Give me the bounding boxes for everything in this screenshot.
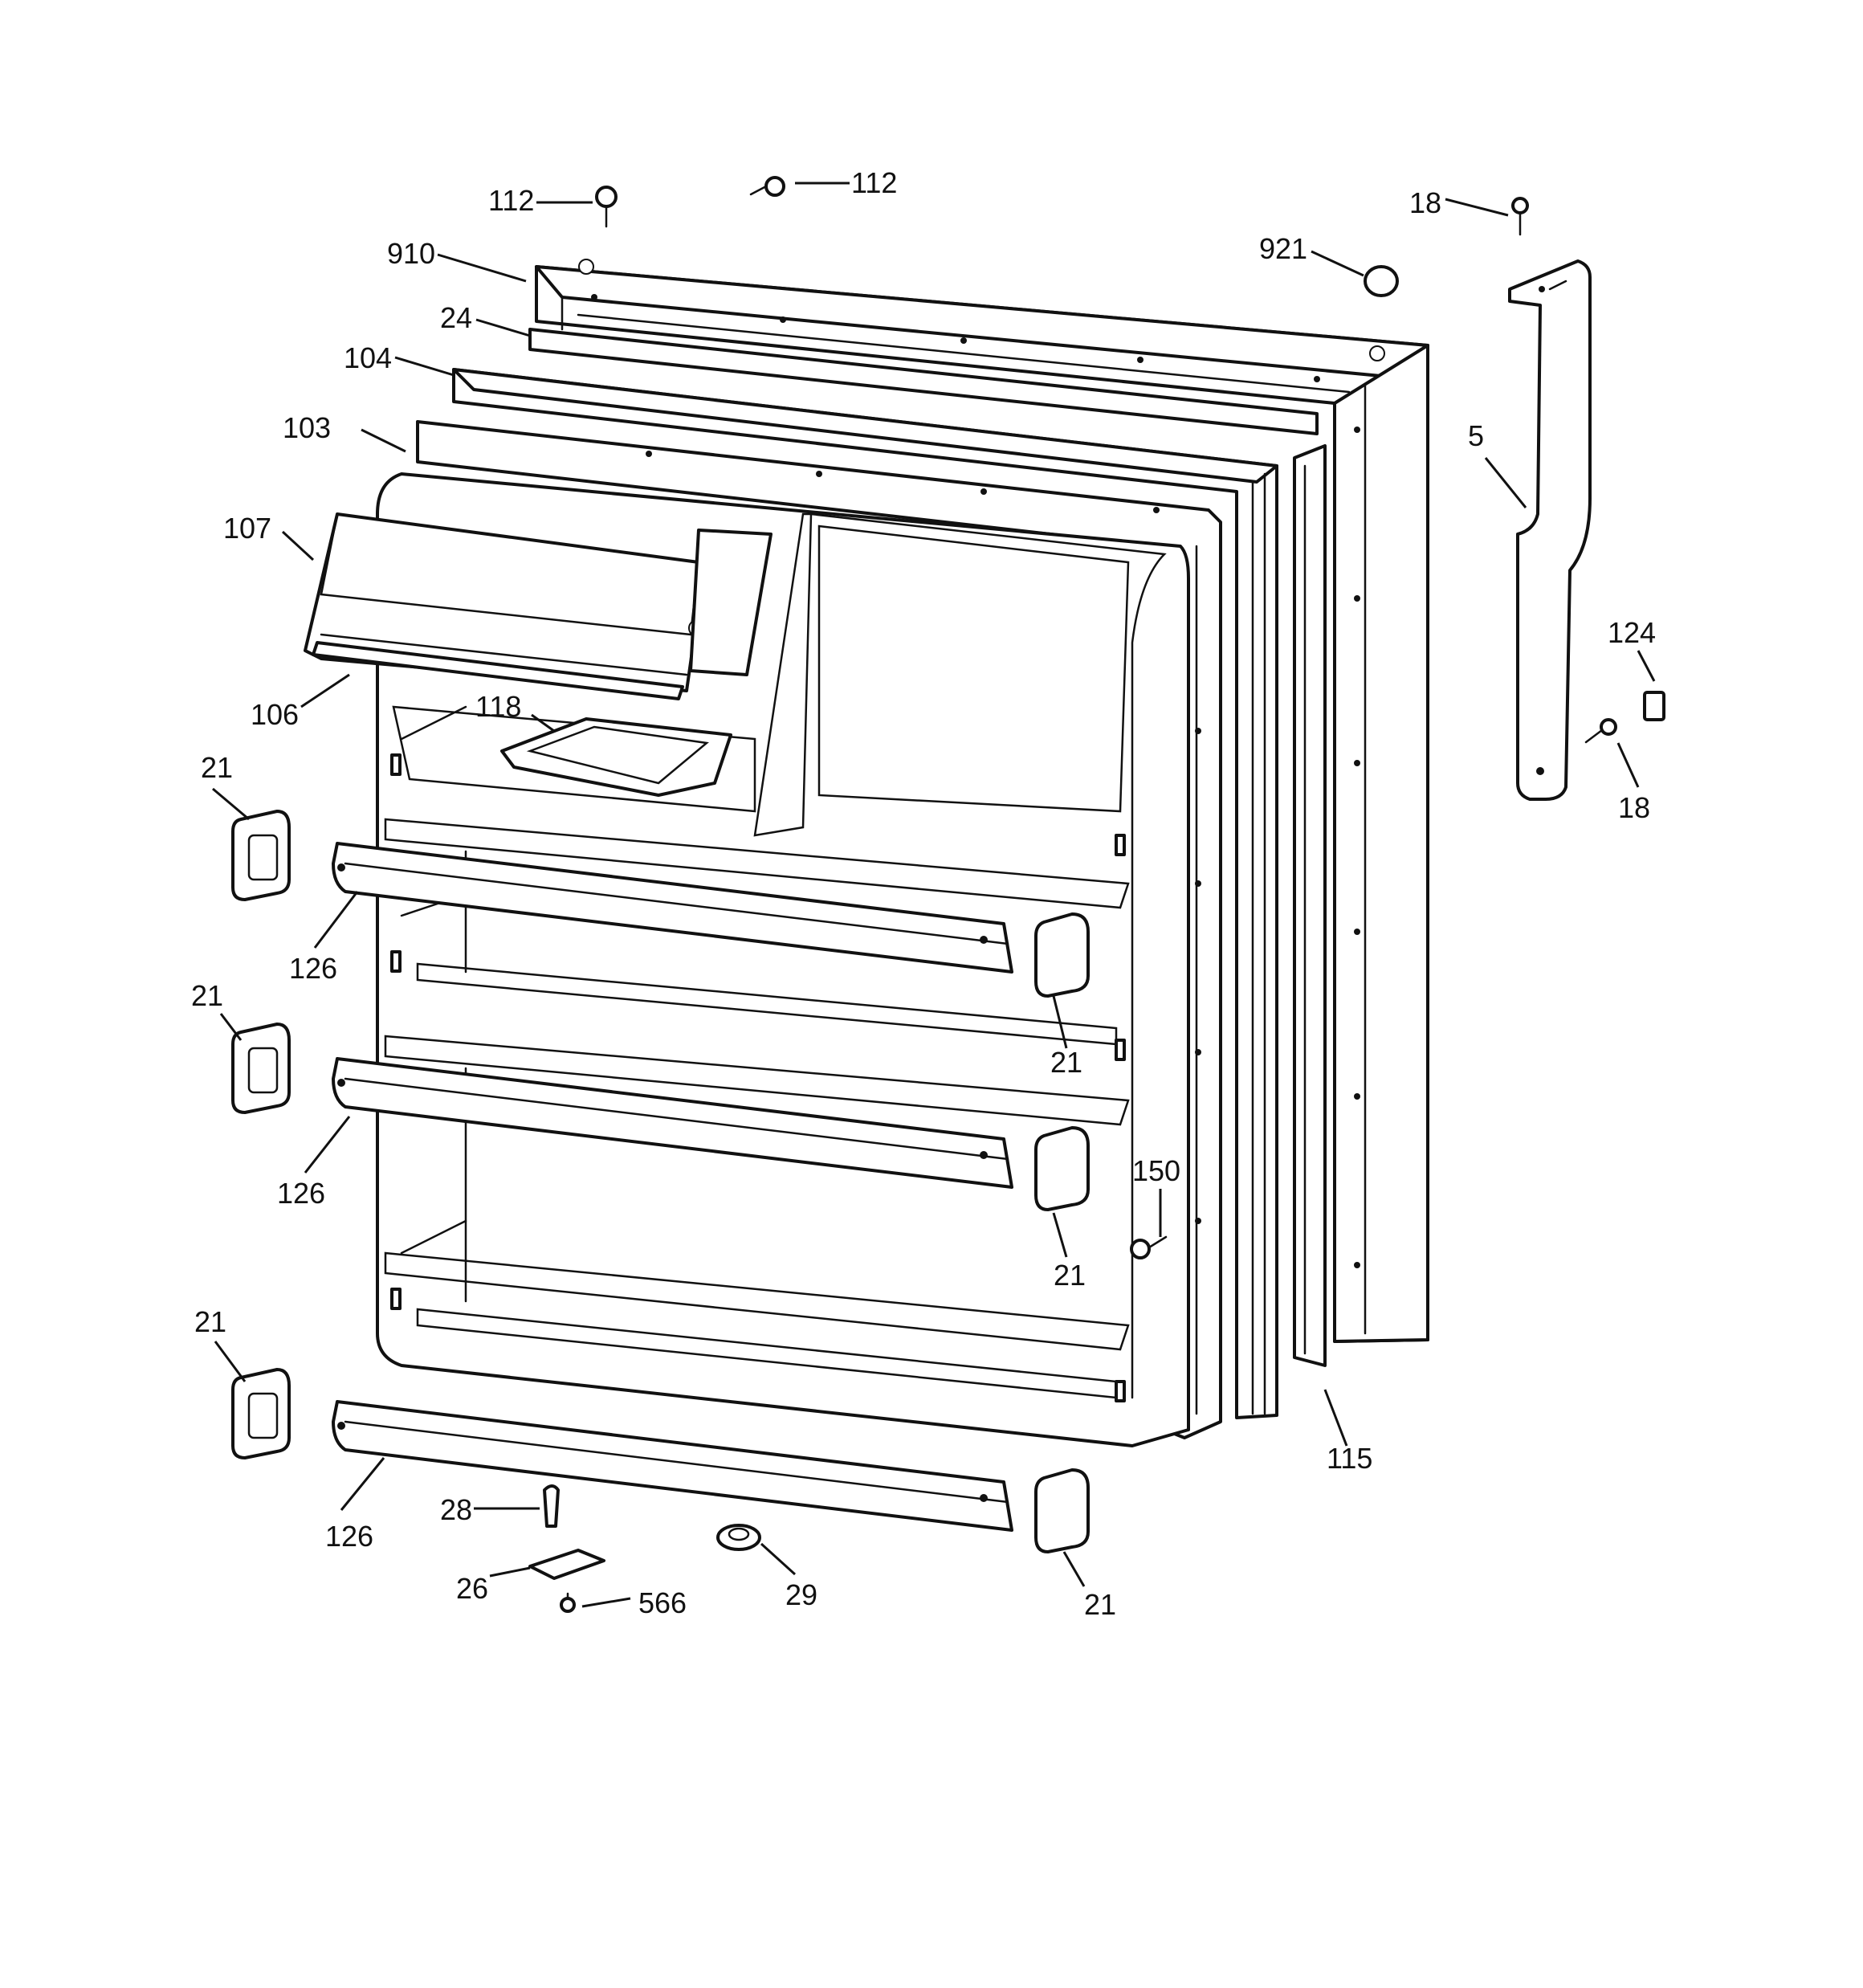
callout-124: 124 [1608,616,1656,649]
hinge-icon [528,1549,605,1580]
door-inner-liner [376,472,1190,1447]
door-trim [1293,444,1327,1367]
door-gasket [452,368,1278,1419]
callout-910: 910 [387,237,435,270]
bar-end-cap-icon [1034,1468,1090,1553]
callout-104: 104 [344,341,392,374]
door-outer-panel [535,259,1429,1343]
screw-icon [1584,718,1617,744]
bar-end-cap-icon [1034,912,1090,998]
callout-126: 126 [325,1520,373,1553]
callout-21: 21 [1050,1046,1082,1079]
screw-icon [1511,197,1529,236]
callout-106: 106 [251,698,299,731]
clip-icon [1643,691,1665,721]
screw-icon [560,1592,576,1613]
callout-107: 107 [223,512,271,545]
dairy-door [304,512,773,692]
egg-tray [500,717,732,797]
callout-150: 150 [1132,1154,1180,1187]
dairy-compartment [312,641,684,700]
callout-126: 126 [277,1177,325,1210]
callout-21: 21 [1084,1588,1116,1621]
plug-icon [1364,265,1399,297]
callout-21: 21 [191,979,223,1012]
shelf-bar [332,842,1013,974]
bar-end-cap-icon [231,1023,291,1114]
pin-icon [543,1484,560,1528]
callout-118: 118 [475,690,521,723]
shelf-bar [332,1400,1013,1532]
callout-21: 21 [201,751,233,784]
bar-end-cap-icon [1034,1126,1090,1211]
callout-921: 921 [1259,232,1307,265]
callout-24: 24 [440,301,472,334]
callout-5: 5 [1468,419,1484,452]
callout-18: 18 [1409,186,1441,219]
door-stop-icon [716,1524,761,1551]
callout-112: 112 [851,166,897,199]
callout-103: 103 [283,411,331,444]
bar-end-cap-icon [231,810,291,901]
callout-21: 21 [1054,1259,1086,1292]
callout-26: 26 [456,1572,488,1605]
screw-icon [749,176,785,197]
screw-icon [1130,1235,1168,1259]
handle [1508,259,1592,801]
callout-29: 29 [785,1578,817,1611]
callout-21: 21 [194,1305,226,1338]
callout-566: 566 [638,1586,687,1619]
callout-18: 18 [1618,791,1650,824]
callout-126: 126 [289,952,337,985]
leader-lines [212,182,1656,1608]
callout-115: 115 [1327,1442,1372,1475]
shelf-bar [332,1057,1013,1189]
screw-icon [595,186,618,228]
callout-28: 28 [440,1493,472,1526]
bar-end-cap-icon [231,1368,291,1459]
callout-112: 112 [488,184,534,217]
door-cap-top [528,328,1319,435]
callout-labels: 112 112 18 910 921 24 104 103 5 107 124 … [191,166,1656,1621]
